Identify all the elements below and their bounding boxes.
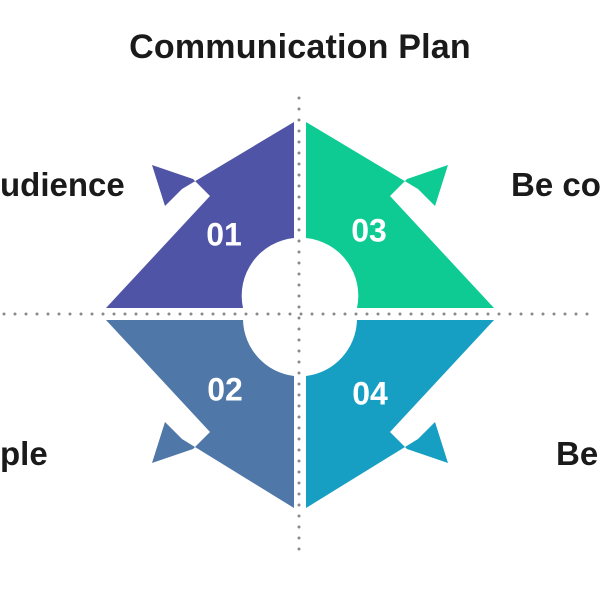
segment-03-arrow xyxy=(306,122,494,308)
diagram-title: Communication Plan xyxy=(129,28,471,66)
segment-01-number: 01 xyxy=(206,216,242,252)
segment-04-number: 04 xyxy=(352,375,388,411)
segment-02-arrow xyxy=(106,320,294,508)
segment-02-number: 02 xyxy=(207,371,243,407)
segment-03-number: 03 xyxy=(351,212,387,248)
segment-01-arrow xyxy=(106,122,294,308)
segment-04-label: Be xyxy=(556,435,599,472)
segment-04-arrow xyxy=(306,320,494,508)
segment-03-label: Be co xyxy=(511,166,600,203)
segment-02-label: ple xyxy=(0,435,48,472)
segment-01-label: udience xyxy=(0,166,125,203)
